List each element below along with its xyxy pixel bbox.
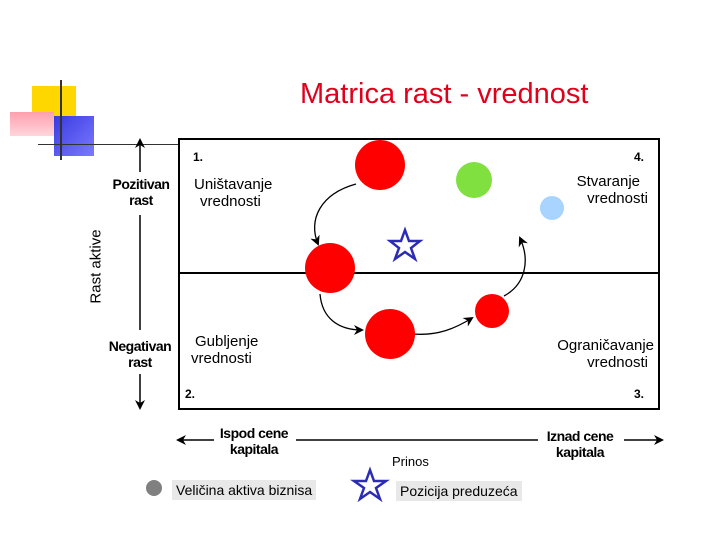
blue-circle <box>540 196 564 220</box>
company-position-star-icon <box>390 230 420 259</box>
curve-arrow-top-left <box>315 184 356 244</box>
red-circle-right <box>475 294 509 328</box>
legend-star-icon <box>354 470 386 499</box>
curve-arrow-bottom-right <box>414 318 472 334</box>
red-circle-bottom <box>365 309 415 359</box>
legend-size-dot-icon <box>146 480 162 496</box>
curve-arrow-bottom-left <box>320 294 362 330</box>
red-circle-left <box>305 243 355 293</box>
green-circle <box>456 162 492 198</box>
curve-arrow-right <box>504 238 525 296</box>
red-circle-top <box>355 140 405 190</box>
